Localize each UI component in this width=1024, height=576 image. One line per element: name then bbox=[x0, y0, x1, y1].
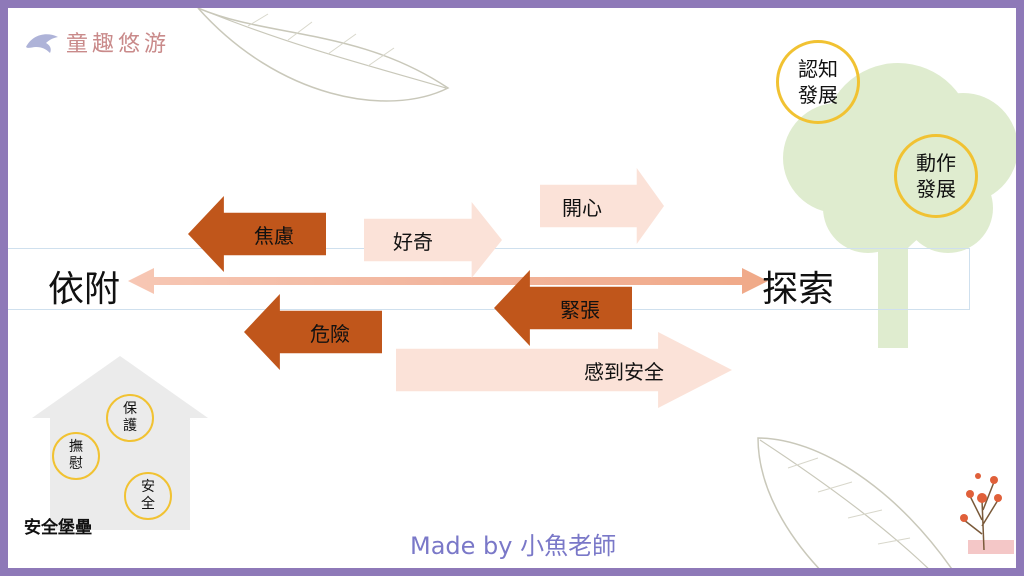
brand-name: 童趣悠游 bbox=[66, 32, 171, 57]
arrow-anxiety-label: 焦慮 bbox=[254, 223, 294, 248]
axis-double-arrow bbox=[128, 268, 768, 294]
leaf-top-decoration bbox=[197, 8, 450, 102]
exploration-label: 探索 bbox=[762, 269, 835, 310]
arrow-nervous-label: 緊張 bbox=[560, 297, 600, 322]
arrow-feel-safe: 感到安全 bbox=[396, 332, 732, 408]
safety-circle: 安 全 bbox=[124, 472, 172, 520]
attachment-label: 依附 bbox=[48, 269, 121, 310]
arrow-danger-label: 危險 bbox=[310, 321, 350, 346]
motor-development-circle: 動作 發展 bbox=[894, 134, 978, 218]
cognitive-development-circle: 認知 發展 bbox=[776, 40, 860, 124]
protect-circle: 保 護 bbox=[106, 394, 154, 442]
arrow-feel-safe-label: 感到安全 bbox=[584, 359, 664, 384]
arrow-curious-label: 好奇 bbox=[393, 229, 433, 254]
dolphin-icon bbox=[26, 34, 58, 53]
secure-base-label: 安全堡壘 bbox=[24, 518, 92, 538]
author-credit: Made by 小魚老師 bbox=[410, 532, 617, 560]
flower-decoration bbox=[960, 473, 1014, 554]
slide-canvas: 童趣悠游 依附 探索 開 bbox=[8, 8, 1016, 568]
arrow-happy: 開心 bbox=[540, 168, 664, 244]
brand: 童趣悠游 bbox=[24, 26, 170, 58]
arrow-happy-label: 開心 bbox=[562, 195, 602, 220]
comfort-circle: 撫 慰 bbox=[52, 432, 100, 480]
leaf-bottom-decoration bbox=[757, 437, 952, 568]
